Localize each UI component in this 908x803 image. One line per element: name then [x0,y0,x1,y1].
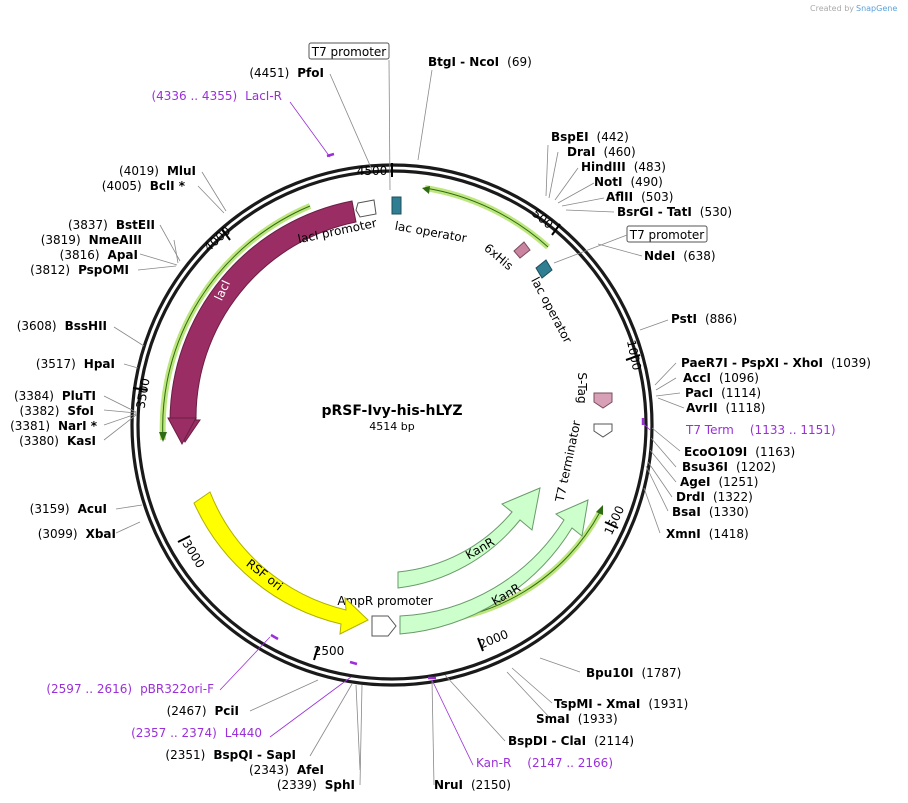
site-xbai: (3099)XbaI [38,527,116,541]
site-smai: SmaI(1933) [536,712,618,726]
site-bspei: BspEI(442) [551,130,629,144]
t7-promoter-right: T7 promoter [553,225,708,264]
site-drdi: DrdI(1322) [676,490,753,504]
kanr-inner-arrow [397,487,541,589]
his-tag-shape [513,241,531,259]
site-acci: AccI(1096) [683,371,759,385]
primer-marks [270,152,645,680]
primer-labels: (4336 .. 4355)LacI-R T7 Term(1133 .. 115… [46,89,835,770]
site-apai: (3816)ApaI [60,248,138,262]
t7-promoter-top-label: T7 promoter [311,45,387,59]
lac-operator-right-box [535,259,553,279]
tick-label: 4500 [357,164,388,178]
site-xmai: TspMI - XmaI(1931) [554,697,688,711]
site-ndei: NdeI(638) [644,249,716,263]
s-tag-shape [593,392,613,409]
primer-lines [219,101,651,766]
site-drai: DraI(460) [567,145,636,159]
site-btgi-ncoi: BtgI - NcoI(69) [428,55,532,69]
site-kasi: (3380)KasI [19,434,96,448]
ampr-promoter-arrow [371,615,397,637]
lac-operator-right-label: lac operator [528,275,575,346]
site-psti: PstI(886) [671,312,737,326]
site-bsteii: (3837)BstEII [68,218,155,232]
site-xmni: XmnI(1418) [666,527,749,541]
site-afei: (2343)AfeI [249,763,324,777]
site-bsu36i: Bsu36I(1202) [682,460,776,474]
site-labels: BtgI - NcoI(69) BspEI(442) DraI(460) Hin… [428,55,871,792]
tick-label: 3000 [179,537,207,570]
tick-label: 3500 [134,377,153,410]
site-sapi: (2351)BspQI - SapI [165,748,296,762]
site-pluti: (3384)PluTI [14,389,96,403]
site-pspomi: (3812)PspOMI [30,263,129,277]
site-pcii: (2467)PciI [167,704,239,718]
site-nmeaiii: (3819)NmeAIII [41,233,142,247]
primer-pbr322ori-f: (2597 .. 2616)pBR322ori-F [46,682,214,696]
primer-kan-r: Kan-R(2147 .. 2166) [476,756,613,770]
site-labels-left: (2339)SphI (2343)AfeI (2351)BspQI - SapI… [10,66,355,792]
kanr-inner-label: KanR [463,535,497,563]
site-clai: BspDI - ClaI(2114) [508,734,634,748]
site-bsrgi-tati: BsrGI - TatI(530) [617,205,732,219]
site-agei: AgeI(1251) [680,475,758,489]
site-hindiii: HindIII(483) [581,160,666,174]
site-bsai: BsaI(1330) [672,505,749,519]
site-acui: (3159)AcuI [30,502,107,516]
site-nari: (3381)NarI * [10,419,98,433]
site-aflii: AflII(503) [606,190,673,204]
primer-laci-r: (4336 .. 4355)LacI-R [151,89,282,103]
t7-promoter-top: T7 promoter [308,42,391,191]
s-tag-label: S-Tag [575,372,589,403]
site-nrui: NruI(2150) [434,778,511,792]
credit-created-by: Created by [810,4,854,13]
site-bpu10i: Bpu10I(1787) [586,666,681,680]
site-sfoi: (3382)SfoI [20,404,94,418]
his-tag-label: 6xHis [481,241,516,273]
laci-arrow [167,200,357,446]
primer-t7-term: T7 Term(1133 .. 1151) [685,423,836,437]
site-ecoo109i: EcoO109I(1163) [684,445,795,459]
site-mlui: (4019)MluI [119,164,196,178]
site-noti: NotI(490) [594,175,663,189]
leader-lines [103,69,685,786]
primer-l4440: (2357 .. 2374)L4440 [131,726,262,740]
tick-label: 2500 [314,644,345,658]
site-bsshii: (3608)BssHII [17,319,107,333]
site-pfoi: (4451)PfoI [249,66,324,80]
site-hpai: (3517)HpaI [36,357,115,371]
site-paci: PacI(1114) [685,386,761,400]
kanr-outer-arrow [399,499,589,635]
plasmid-length: 4514 bp [369,420,414,433]
laci-promoter-arrow [355,199,377,218]
tick-label: 2000 [477,627,511,651]
lac-operator-top-label: lac operator [394,219,468,245]
t7-promoter-right-label: T7 promoter [629,228,705,242]
ampr-promoter-label: AmpR promoter [337,594,432,608]
site-sphi: (2339)SphI [277,778,355,792]
site-bcli: (4005)BclI * [102,179,186,193]
t7-terminator-shape [593,423,613,438]
tick-label: 1000 [624,339,644,372]
site-xhoi: PaeR7I - PspXI - XhoI(1039) [681,356,871,370]
t7-terminator-label: T7 terminator [552,419,583,504]
site-avrii: AvrII(1118) [686,401,765,415]
rsf-ori-arrow [193,491,369,635]
credit-brand: SnapGene [856,4,897,13]
plasmid-name: pRSF-Ivy-his-hLYZ [321,403,462,419]
lac-operator-top-box [391,196,402,215]
